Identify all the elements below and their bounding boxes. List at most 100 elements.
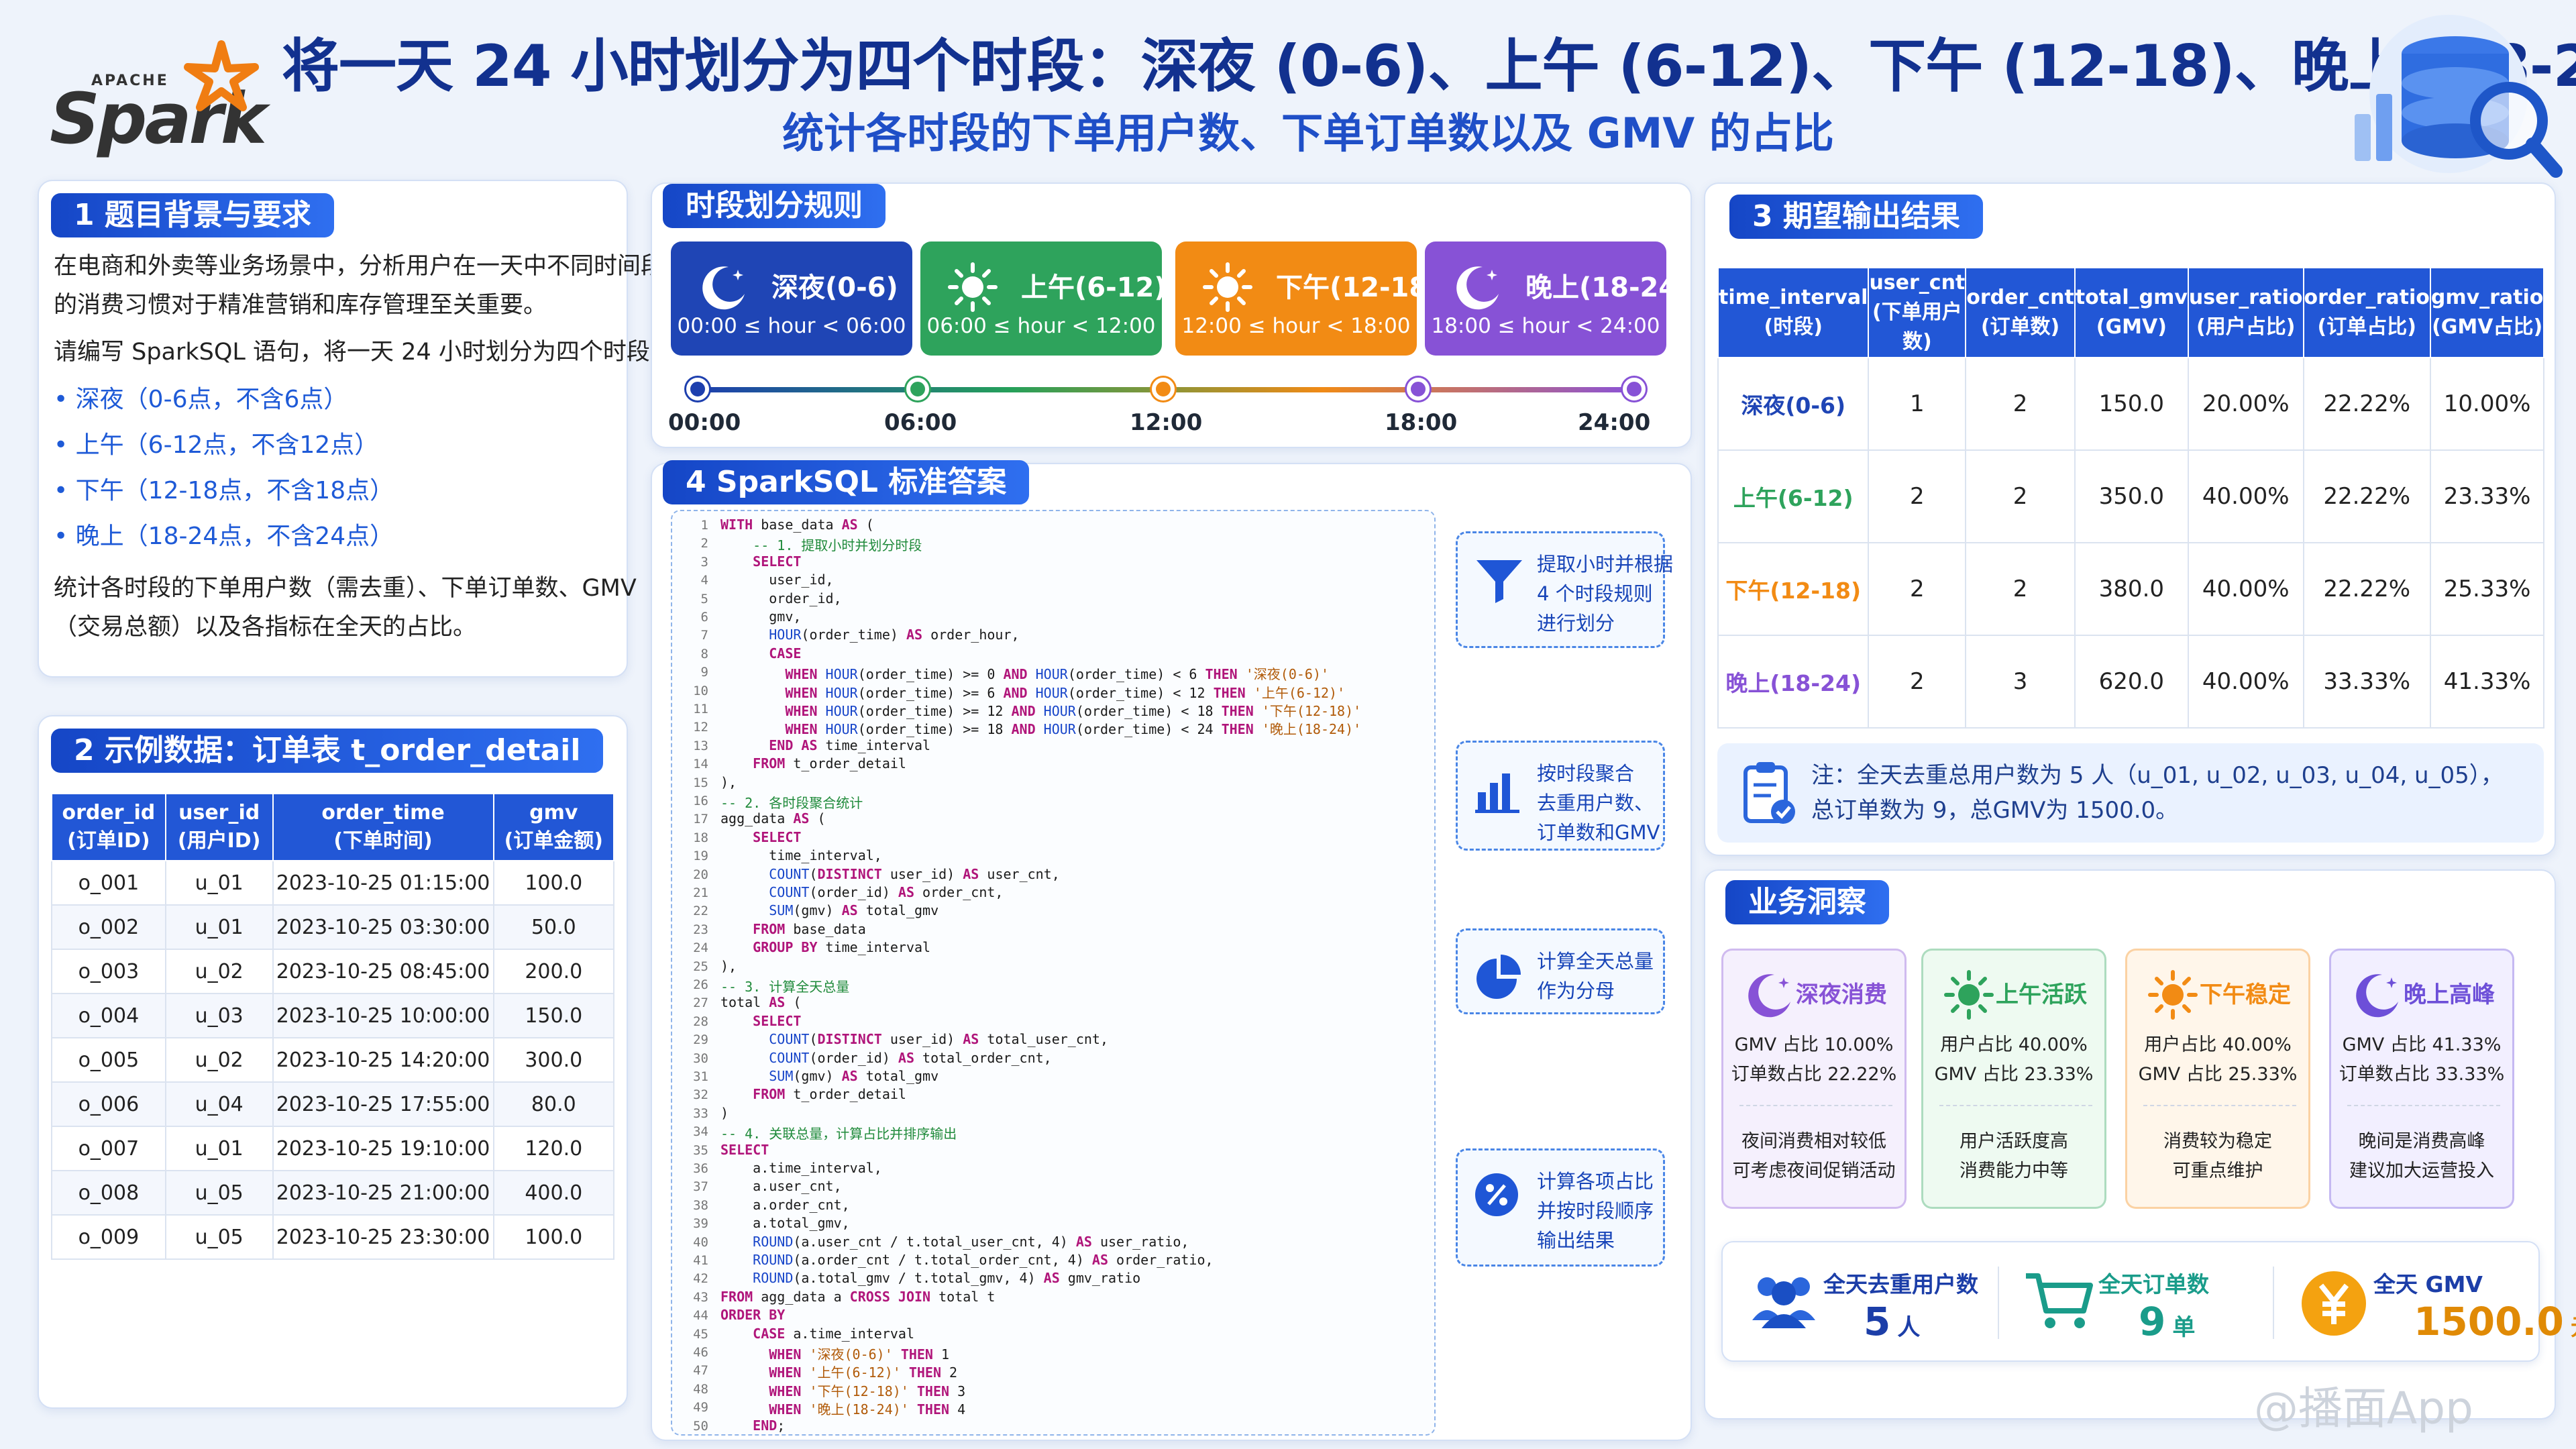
code-line: WHEN HOUR(order_time) >= 18 AND HOUR(ord…	[785, 721, 1362, 738]
rules-title: 时段划分规则	[663, 184, 885, 228]
result-table-header: user_cnt(下单用户数)	[1868, 267, 1967, 358]
table-cell: 50.0	[492, 904, 615, 950]
code-line: WHEN '下午(12-18)' THEN 3	[769, 1383, 966, 1399]
section1-title: 1 题目背景与要求	[51, 193, 334, 237]
background-para1-line2: 的消费习惯对于精准营销和库存管理至关重要。	[54, 292, 547, 319]
background-para2: 请编写 SparkSQL 语句，将一天 24 小时划分为四个时段：	[54, 339, 674, 366]
code-line: ROUND(a.total_gmv / t.total_gmv, 4) AS g…	[753, 1270, 1141, 1287]
code-line-number: 34	[693, 1124, 708, 1140]
code-line-number: 32	[693, 1087, 708, 1103]
step-text: 按时段聚合	[1537, 762, 1635, 785]
code-line: ),	[720, 773, 737, 790]
code-line: SELECT	[753, 828, 802, 845]
code-line: ROUND(a.order_cnt / t.total_order_cnt, 4…	[753, 1252, 1214, 1268]
table-cell: u_03	[164, 993, 274, 1038]
code-line-number: 43	[693, 1289, 708, 1305]
insight-metric: 用户占比 40.00%	[2144, 1034, 2292, 1055]
time-interval-cell: 上午(6-12)	[1717, 449, 1870, 543]
code-line: gmv,	[720, 608, 802, 625]
code-line-number: 27	[693, 996, 708, 1011]
code-line-number: 45	[693, 1326, 708, 1342]
spark-logo: APACHE Spark	[47, 40, 267, 160]
table-cell: 620.0	[2074, 635, 2189, 729]
code-line-number: 25	[693, 959, 708, 974]
table-cell: 40.00%	[2187, 635, 2304, 729]
segment-range: 00:00 ≤ hour < 06:00	[677, 314, 906, 338]
code-line-number: 18	[693, 830, 708, 845]
table-cell: 150.0	[2074, 357, 2189, 451]
insight-desc: 消费较为稳定	[2163, 1131, 2272, 1152]
order-table-header: order_id(订单ID)	[51, 793, 166, 861]
code-line: END AS time_interval	[769, 737, 931, 753]
bullet-morning: • 上午（6-12点，不含12点）	[54, 431, 379, 459]
moon-icon	[2350, 968, 2404, 1024]
page-subtitle: 统计各时段的下单用户数、下单订单数以及 GMV 的占比	[782, 109, 1834, 158]
code-line: COUNT(order_id) AS order_cnt,	[769, 884, 1004, 900]
insight-desc: 用户活跃度高	[1960, 1131, 2068, 1152]
table-cell: 2023-10-25 10:00:00	[272, 993, 494, 1038]
table-cell: u_01	[164, 860, 274, 906]
code-line: WHEN '晚上(18-24)' THEN 4	[769, 1401, 966, 1418]
table-cell: u_05	[164, 1214, 274, 1260]
segment-name: 下午(12-18)	[1276, 272, 1440, 303]
code-line: FROM t_order_detail	[753, 1086, 906, 1103]
code-line: -- 3. 计算全天总量	[720, 979, 850, 995]
table-cell: o_005	[51, 1037, 166, 1083]
summary-note: 注：全天去重总用户数为 5 人（u_01, u_02, u_03, u_04, …	[1717, 743, 2544, 843]
logo-apache-text: APACHE	[91, 72, 169, 89]
code-line-number: 24	[693, 941, 708, 956]
code-line-number: 30	[693, 1051, 708, 1066]
background-para3-line2: （交易总额）以及各指标在全天的占比。	[54, 614, 477, 641]
code-line: a.order_cnt,	[720, 1196, 850, 1213]
table-cell: 2	[1868, 542, 1967, 636]
table-cell: 100.0	[492, 860, 615, 906]
insight-title: 下午稳定	[2200, 981, 2291, 1008]
section3-title: 3 期望输出结果	[1729, 195, 1983, 239]
table-cell: u_04	[164, 1081, 274, 1127]
step-text: 订单数和GMV	[1537, 821, 1660, 844]
result-table-header: user_ratio(用户占比)	[2187, 267, 2304, 358]
order-table-header: user_id(用户ID)	[164, 793, 274, 861]
pie-chart-icon	[1472, 951, 1526, 1007]
table-cell: 2023-10-25 08:45:00	[272, 949, 494, 994]
insight-desc: 夜间消费相对较低	[1741, 1131, 1886, 1152]
insight-metric: 订单数占比 33.33%	[2339, 1064, 2505, 1085]
table-cell: u_05	[164, 1170, 274, 1216]
segment-card: 晚上(18-24)18:00 ≤ hour < 24:00	[1425, 241, 1690, 356]
code-line-number: 49	[693, 1400, 708, 1415]
code-line-number: 42	[693, 1271, 708, 1287]
step-text: 去重用户数、	[1537, 792, 1654, 814]
summary-unit: 元	[2571, 1314, 2576, 1341]
code-line-number: 29	[693, 1032, 708, 1048]
timeline-label: 12:00	[1130, 409, 1203, 436]
code-line-number: 9	[700, 665, 708, 680]
step-text: 提取小时并根据	[1537, 553, 1674, 576]
segment-range: 06:00 ≤ hour < 12:00	[926, 314, 1156, 338]
table-cell: 41.33%	[2429, 635, 2545, 729]
code-line-number: 2	[700, 536, 708, 551]
code-line: FROM agg_data a CROSS JOIN total t	[720, 1288, 996, 1305]
divider	[1998, 1267, 1999, 1339]
table-cell: 400.0	[492, 1170, 615, 1216]
result-table-header: total_gmv(GMV)	[2074, 267, 2189, 358]
code-line-number: 26	[693, 977, 708, 992]
table-cell: 2	[1868, 635, 1967, 729]
table-cell: 22.22%	[2302, 357, 2431, 451]
code-line-number: 47	[693, 1363, 708, 1379]
percent-icon	[1472, 1171, 1526, 1227]
code-line: SELECT	[753, 553, 802, 570]
segment-card: 深夜(0-6)00:00 ≤ hour < 06:00	[671, 241, 912, 356]
code-line-number: 48	[693, 1381, 708, 1397]
code-line: SUM(gmv) AS total_gmv	[769, 902, 939, 919]
result-table-header: order_ratio(订单占比)	[2302, 267, 2431, 358]
timeline-dot	[1623, 378, 1646, 400]
code-line: a.user_cnt,	[720, 1178, 842, 1195]
code-line-number: 15	[693, 775, 708, 790]
